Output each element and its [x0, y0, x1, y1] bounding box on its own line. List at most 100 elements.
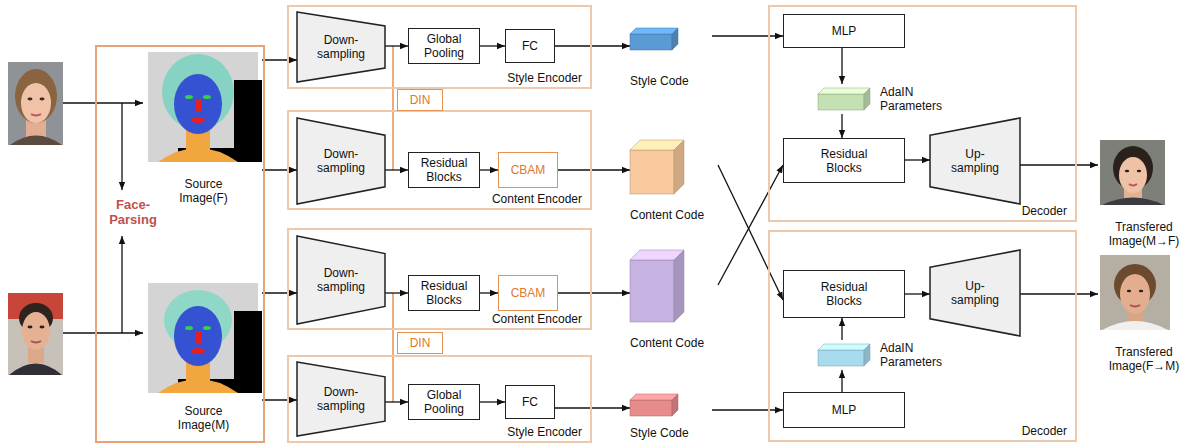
node-label: AdaIN Parameters — [880, 341, 946, 369]
din-box: DIN — [397, 89, 443, 111]
process-box: Residual Blocks — [783, 270, 905, 318]
cuboid-top — [818, 344, 870, 350]
cuboid-front — [818, 350, 864, 366]
trapezoid-outline — [930, 250, 1020, 336]
cuboid-front — [630, 34, 672, 50]
photo-mouth — [1129, 184, 1137, 186]
code-cuboid — [630, 28, 678, 50]
image-panel: Source Image(M) — [145, 280, 262, 432]
connector-arrow — [1020, 293, 1098, 294]
parsing-eye — [203, 95, 211, 99]
parsing-nose — [196, 331, 201, 343]
adain-block: AdaIN Parameters — [818, 340, 953, 370]
connector-arrow — [262, 399, 297, 400]
connector-arrow — [555, 407, 630, 408]
node-label: Source Image(M) — [173, 404, 235, 432]
node-label: Style Code — [630, 74, 689, 88]
parsing-lips — [191, 348, 205, 354]
node-label: Up-sampling — [945, 279, 1005, 307]
din-box: DIN — [397, 332, 443, 354]
parsing-map — [148, 283, 262, 393]
photo-eye — [1139, 290, 1143, 293]
photo-background — [8, 62, 63, 145]
photo-eye — [28, 98, 33, 101]
connector-arrow — [555, 45, 630, 46]
module-label: Style Encoder — [507, 71, 582, 85]
process-box: Global Pooling — [408, 28, 480, 64]
module-label: Decoder — [1022, 424, 1067, 438]
photo-mouth — [31, 341, 41, 343]
process-box: CBAM — [498, 152, 558, 188]
photo-face — [22, 312, 50, 350]
parsing-eye — [203, 326, 211, 330]
cuboid-front — [630, 260, 674, 322]
photo-clothes — [10, 136, 62, 146]
code-cuboid — [630, 140, 684, 194]
code-cuboid — [818, 344, 870, 366]
connector-arrow — [712, 409, 783, 410]
module-label: Content Encoder — [492, 192, 582, 206]
node-label: Down-sampling — [311, 385, 371, 413]
process-box: MLP — [783, 392, 905, 428]
photo-clothes — [1102, 321, 1168, 330]
trapezoid-block: Down-sampling — [297, 118, 385, 204]
input-arrow — [121, 236, 122, 333]
node-label: Transfered Image(F→M) — [1102, 345, 1186, 373]
module-box: Content Encoder Down-sampling Residual Blo… — [287, 110, 592, 210]
trapezoid-block: Up-sampling — [930, 250, 1020, 336]
photo-face — [1120, 274, 1150, 314]
node-label: CBAM — [511, 163, 546, 177]
connector-arrow — [385, 292, 408, 293]
node-label: DIN — [410, 93, 431, 107]
trapezoid-block: Down-sampling — [297, 236, 385, 324]
photo-eye — [1137, 170, 1141, 173]
connector-arrow — [480, 169, 498, 170]
photo-hair — [15, 69, 57, 123]
node-label: Residual Blocks — [414, 156, 474, 184]
module-box: DecoderMLPAdaIN ParametersResidual Block… — [768, 5, 1077, 222]
photo-clothes — [9, 364, 62, 376]
module-box: Style Encoder Down-sampling Global Pooling… — [287, 5, 592, 89]
trapezoid-outline — [930, 118, 1020, 204]
node-label: Up-sampling — [945, 147, 1005, 175]
input-photo — [8, 293, 63, 375]
parsing-eye — [185, 95, 193, 99]
image-panel: Transfered Image(M→F) — [1098, 138, 1190, 248]
process-box: CBAM — [498, 275, 558, 311]
node-label: Down-sampling — [311, 33, 371, 61]
cuboid-front — [630, 400, 672, 416]
connector-arrow — [1020, 164, 1098, 165]
node-label: MLP — [832, 403, 857, 417]
node-label: Residual Blocks — [414, 279, 474, 307]
connector-arrow — [905, 293, 930, 294]
process-box: Residual Blocks — [408, 275, 480, 311]
face-parsing-box: Face-ParsingSource Image(F)Source Image(… — [95, 45, 265, 443]
code-cuboid — [630, 250, 684, 322]
connector-arrow — [841, 114, 842, 138]
module-box: Style EncoderDown-samplingGlobal Pooling… — [287, 355, 592, 443]
connector-arrow — [841, 48, 842, 84]
cuboid-front — [630, 150, 674, 194]
photo-eye — [40, 98, 45, 101]
trapezoid-outline — [297, 362, 385, 436]
node-label: Down-sampling — [311, 147, 371, 175]
process-box: FC — [505, 29, 555, 63]
photo-eye — [1125, 170, 1129, 173]
photo-mouth — [1130, 305, 1140, 307]
node-label: Global Pooling — [414, 32, 474, 60]
adain-block: AdaIN Parameters — [818, 84, 953, 114]
node-label: Down-sampling — [311, 266, 371, 294]
cuboid-top — [630, 394, 678, 400]
trapezoid-block: Up-sampling — [930, 118, 1020, 204]
parsing-lips — [191, 117, 205, 123]
trapezoid-outline — [297, 236, 385, 324]
node-label: FC — [522, 395, 538, 409]
input-arrow — [63, 332, 143, 333]
image-panel: Source Image(F) — [145, 50, 262, 205]
connector-arrow — [841, 318, 842, 340]
connector-arrow — [718, 165, 783, 300]
connector-arrow — [480, 401, 505, 402]
